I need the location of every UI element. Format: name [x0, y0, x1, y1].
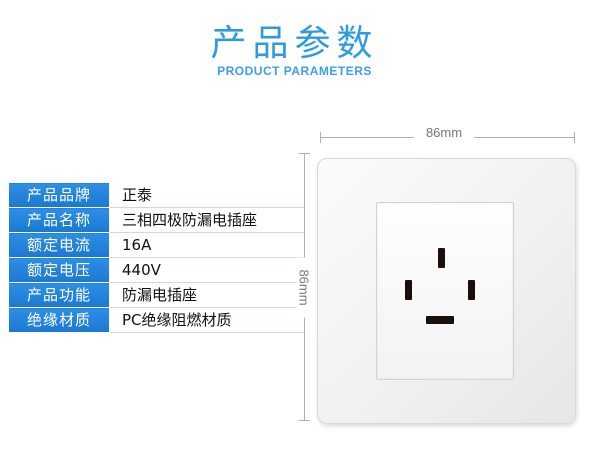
spec-row: 额定电流 16A [8, 232, 305, 258]
spec-value: 16A [109, 232, 305, 258]
spec-row: 产品功能 防漏电插座 [8, 282, 305, 308]
socket-module [376, 202, 514, 380]
spec-key: 绝缘材质 [8, 307, 110, 333]
height-dimension-tick [299, 420, 310, 421]
spec-value: 440V [109, 257, 305, 283]
spec-key: 额定电流 [8, 232, 110, 258]
spec-row: 产品品牌 正泰 [8, 182, 305, 208]
page-title: 产品参数 [210, 23, 379, 64]
page-subtitle: PRODUCT PARAMETERS [217, 64, 372, 78]
width-dimension-tick [574, 132, 575, 143]
width-dimension-label: 86mm [414, 125, 474, 140]
spec-value: 正泰 [109, 182, 305, 208]
spec-value: 防漏电插座 [109, 282, 305, 308]
socket-slot-earth [426, 316, 454, 324]
socket-slot-left [405, 280, 412, 300]
socket-slot-right [468, 280, 475, 300]
socket-slot-top [438, 248, 445, 268]
spec-key: 产品功能 [8, 282, 110, 308]
spec-key: 产品名称 [8, 207, 110, 233]
spec-table: 产品品牌 正泰 产品名称 三相四极防漏电插座 额定电流 16A 额定电压 440… [8, 182, 305, 333]
spec-row: 额定电压 440V [8, 257, 305, 283]
spec-key: 额定电压 [8, 257, 110, 283]
spec-row: 产品名称 三相四极防漏电插座 [8, 207, 305, 233]
spec-value: 三相四极防漏电插座 [109, 207, 305, 233]
height-dimension-label: 86mm [296, 257, 312, 318]
spec-row: 绝缘材质 PC绝缘阻燃材质 [8, 307, 305, 333]
width-dimension-tick [320, 132, 321, 143]
height-dimension-tick [299, 153, 310, 154]
spec-key: 产品品牌 [8, 182, 110, 208]
spec-value: PC绝缘阻燃材质 [109, 307, 305, 333]
